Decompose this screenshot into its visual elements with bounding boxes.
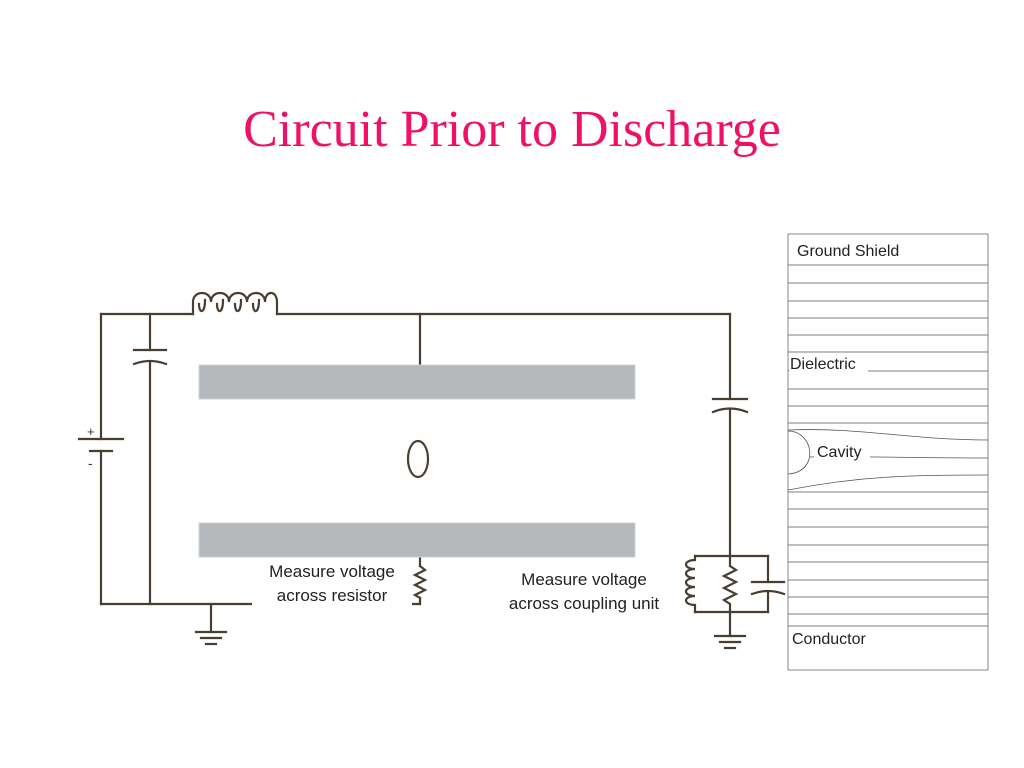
cavity-shape <box>787 430 811 475</box>
conductor-label: Conductor <box>792 631 866 648</box>
resistor-label-line1: Measure voltage <box>269 562 395 581</box>
page-title: Circuit Prior to Discharge <box>243 101 781 158</box>
battery-minus-label: - <box>88 455 93 471</box>
top-electrode-plate <box>198 364 636 400</box>
void-ellipse <box>406 439 430 479</box>
coupling-unit <box>684 554 786 638</box>
ground-left <box>194 602 228 646</box>
ground-right <box>713 634 747 650</box>
coupling-capacitor <box>711 312 749 558</box>
bottom-electrode-plate <box>198 522 636 558</box>
capacitor-left <box>132 312 168 606</box>
inductor-top <box>191 291 279 316</box>
cable-cross-section <box>787 233 989 671</box>
coupling-label-line2: across coupling unit <box>509 594 660 613</box>
ground-shield-label: Ground Shield <box>797 243 899 260</box>
resistor-label-line2: across resistor <box>277 586 388 605</box>
coupling-label-line1: Measure voltage <box>521 570 647 589</box>
battery-plus-label: + <box>87 424 95 439</box>
dielectric-label: Dielectric <box>790 356 856 373</box>
battery <box>77 437 125 453</box>
cavity-label: Cavity <box>817 444 861 461</box>
measurement-resistor <box>412 555 428 606</box>
